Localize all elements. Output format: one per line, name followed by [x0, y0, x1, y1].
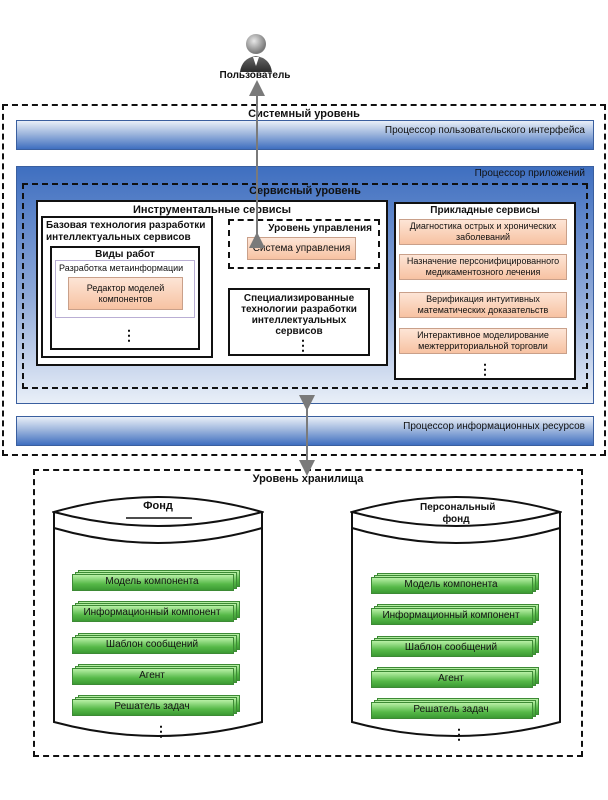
applied-service-label: Назначение персонифицированного медикаме…: [406, 256, 560, 277]
user-label: Пользователь: [219, 70, 291, 81]
personal-fund-item-label: Агент: [438, 673, 464, 684]
fund-item: Агент: [72, 664, 242, 685]
app-processor-label: Процессор приложений: [474, 168, 585, 179]
applied-services-title: Прикладные сервисы: [430, 205, 540, 216]
storage-level-title: Уровень хранилища: [252, 473, 364, 485]
fund-title: Фонд: [143, 500, 173, 512]
applied-service-label: Диагностика острых и хронических заболев…: [409, 221, 557, 242]
fund-item-label: Решатель задач: [114, 701, 190, 712]
work-types-dots: ⋮: [122, 327, 136, 343]
control-system-label: Система управления: [252, 243, 351, 254]
applied-service-label: Интерактивное моделирование межтерритори…: [417, 330, 549, 351]
specialized-tech-box: Специализированные технологии разработки…: [228, 288, 370, 356]
applied-service-item: Интерактивное моделирование межтерритори…: [399, 328, 567, 354]
fund-item-label: Шаблон сообщений: [105, 639, 199, 650]
model-editor-box: Редактор моделей компонентов: [68, 277, 183, 310]
fund-item: Шаблон сообщений: [72, 633, 242, 654]
fund-item-label: Информационный компонент: [83, 607, 221, 618]
user-avatar-icon: [236, 30, 276, 72]
fund-dots: ⋮: [154, 723, 168, 739]
specialized-tech-title: Специализированные технологии разработки…: [241, 293, 357, 337]
applied-service-item: Диагностика острых и хронических заболев…: [399, 219, 567, 245]
base-tech-title: Базовая технология разработки интеллекту…: [46, 220, 206, 243]
control-system-box: Система управления: [247, 237, 356, 260]
ui-processor-label: Процессор пользовательского интерфейса: [384, 125, 585, 136]
ui-processor-bar: Процессор пользовательского интерфейса: [16, 120, 594, 150]
fund-item: Модель компонента: [72, 570, 242, 591]
info-processor-label: Процессор информационных ресурсов: [403, 421, 585, 432]
personal-fund-item-label: Шаблон сообщений: [404, 642, 498, 653]
control-level-box: Уровень управления: [228, 219, 380, 269]
applied-service-item: Назначение персонифицированного медикаме…: [399, 254, 567, 280]
personal-fund-item: Решатель задач: [371, 698, 541, 719]
service-level-container: Сервисный уровень: [22, 183, 588, 389]
personal-fund-item: Модель компонента: [371, 573, 541, 594]
personal-fund-dots: ⋮: [452, 726, 466, 742]
personal-fund-item-label: Решатель задач: [413, 704, 489, 715]
personal-fund-item: Информационный компонент: [371, 604, 541, 625]
fund-item: Решатель задач: [72, 695, 242, 716]
applied-service-item: Верификация интуитивных математических д…: [399, 292, 567, 318]
work-types-title: Виды работ: [95, 249, 155, 260]
personal-fund-item-label: Модель компонента: [404, 579, 498, 590]
personal-fund-item: Шаблон сообщений: [371, 636, 541, 657]
specialized-dots: ⋮: [296, 337, 310, 353]
system-level-title: Системный уровень: [248, 108, 360, 120]
applied-service-label: Верификация интуитивных математических д…: [417, 294, 549, 315]
control-level-title: Уровень управления: [268, 223, 372, 234]
service-level-title: Сервисный уровень: [249, 185, 361, 197]
meta-dev-label: Разработка метаинформации: [59, 263, 184, 273]
personal-fund-item-label: Информационный компонент: [382, 610, 520, 621]
applied-dots: ⋮: [478, 361, 492, 377]
fund-item-label: Модель компонента: [105, 576, 199, 587]
personal-fund-item: Агент: [371, 667, 541, 688]
fund-item: Информационный компонент: [72, 601, 242, 622]
personal-fund-title: Персональный фонд: [420, 502, 496, 525]
fund-item-label: Агент: [139, 670, 165, 681]
model-editor-label: Редактор моделей компонентов: [86, 282, 165, 304]
